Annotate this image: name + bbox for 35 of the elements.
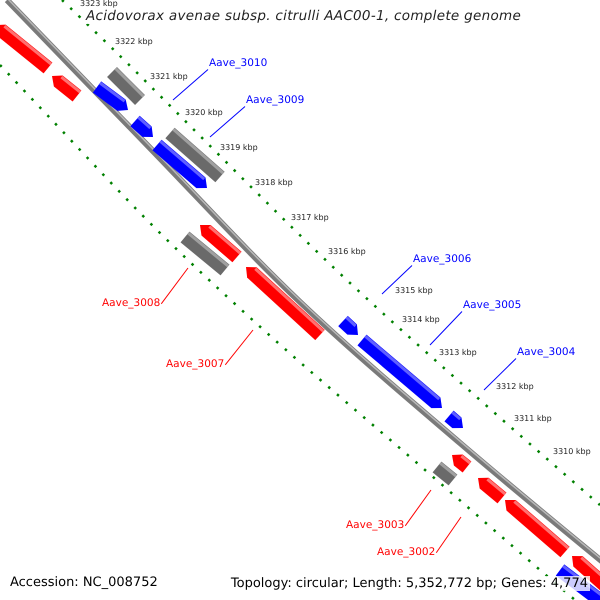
gene-label: Aave_3003 — [346, 520, 404, 530]
gene-label: Aave_3005 — [463, 300, 522, 310]
leader-line — [224, 330, 254, 366]
leader-line — [382, 265, 412, 294]
gene-label: Aave_3009 — [246, 95, 304, 106]
scale-tick-label: 3311 kbp — [514, 415, 552, 423]
scale-tick-label: 3317 kbp — [291, 214, 329, 222]
scale-tick-label: 3313 kbp — [439, 349, 477, 357]
scale-tick-label: 3320 kbp — [185, 109, 223, 117]
leader-line — [210, 106, 246, 138]
scale-tick-label: 3319 kbp — [220, 144, 258, 152]
scale-tick-label: 3321 kbp — [150, 73, 188, 81]
leader-line — [404, 490, 432, 526]
scale-tick-label: 3315 kbp — [395, 287, 433, 295]
gene-label: Aave_3008 — [102, 298, 160, 308]
scale-tick-label: 3323 kbp — [80, 0, 118, 8]
leader-line — [160, 268, 188, 304]
scale-tick-label: 3314 kbp — [402, 316, 440, 324]
genome-title: Acidovorax avenae subsp. citrulli AAC00-1, complete genome — [86, 10, 522, 24]
footer-text: Topology: circular; Length: 5,352,772 bp; Genes: 4,774 — [228, 576, 590, 591]
gene-label: Aave_3006 — [413, 254, 472, 264]
leader-line — [484, 358, 516, 390]
scale-tick-label: 3316 kbp — [328, 248, 366, 256]
gene-label: Aave_3002 — [377, 547, 436, 558]
gene-label: Aave_3010 — [209, 58, 268, 68]
gene-label: Aave_3004 — [517, 347, 576, 358]
leader-line — [436, 516, 462, 554]
scale-tick-label: 3318 kbp — [255, 179, 293, 187]
scale-tick-label: 3310 kbp — [553, 448, 591, 456]
leader-line — [172, 69, 208, 100]
scale-tick-label: 3312 kbp — [496, 383, 534, 391]
leader-line — [430, 311, 462, 346]
footer-text: Accession: NC_008752 — [10, 576, 158, 589]
gene-label: Aave_3007 — [166, 359, 224, 370]
scale-tick-label: 3322 kbp — [115, 38, 153, 46]
